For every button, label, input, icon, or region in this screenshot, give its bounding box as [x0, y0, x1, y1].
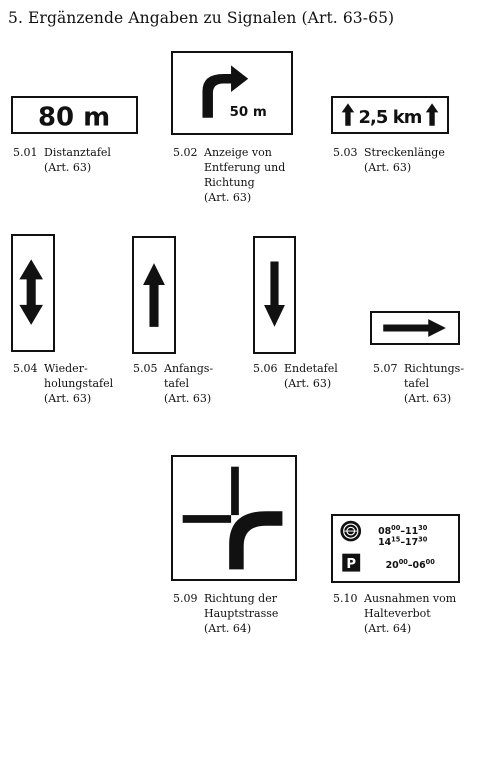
side-road-horizontal	[182, 515, 232, 523]
section-heading: 5. Ergänzende Angaben zu Signalen (Art. …	[8, 9, 395, 27]
caption-number: 5.01	[13, 146, 38, 159]
caption-number: 5.07	[373, 362, 398, 375]
sign-end	[253, 236, 296, 354]
sign-distance-direction: 50 m	[171, 51, 293, 135]
parking-letter: P	[346, 557, 356, 572]
caption-line: Hauptstrasse	[204, 607, 279, 620]
caption-number: 5.05	[133, 362, 158, 375]
parking-icon: P	[342, 553, 361, 572]
caption-line: (Art. 64)	[204, 622, 252, 635]
caption-number: 5.03	[333, 146, 358, 159]
caption-line: Ausnahmen vom	[364, 592, 457, 605]
route-length-text: 2,5 km	[358, 107, 421, 128]
caption-line: (Art. 63)	[204, 191, 252, 204]
sign-main-road-direction	[171, 455, 297, 581]
sign-no-stopping-exceptions: P 0800–1130 1415–1730 2000–0600	[331, 514, 460, 583]
distance-text: 50 m	[230, 105, 267, 120]
sign-direction	[370, 311, 460, 345]
arrow-up-icon	[143, 263, 165, 327]
caption-line: Distanztafel	[44, 146, 111, 159]
main-road-curve-icon	[229, 511, 283, 570]
caption-line: Richtung der	[204, 592, 277, 605]
caption-line: Richtung	[204, 176, 255, 189]
arrow-down-icon	[264, 261, 285, 327]
caption-line: Entferung und	[204, 161, 286, 174]
caption-line: tafel	[164, 377, 190, 390]
caption-number: 5.02	[173, 146, 198, 159]
caption-number: 5.04	[13, 362, 38, 375]
caption-line: (Art. 63)	[44, 392, 92, 405]
caption-line: holungstafel	[44, 377, 114, 390]
caption-number: 5.09	[173, 592, 198, 605]
caption-line: Streckenlänge	[364, 146, 445, 159]
caption-line: Richtungs-	[404, 362, 465, 375]
caption-line: Wieder-	[44, 362, 88, 375]
caption-line: (Art. 63)	[404, 392, 452, 405]
caption-line: (Art. 63)	[364, 161, 412, 174]
restricted-zone-icon	[340, 520, 362, 542]
arrow-up-icon	[425, 103, 439, 126]
caption-line: (Art. 64)	[364, 622, 412, 635]
turn-right-arrow-icon	[202, 65, 249, 118]
double-arrow-icon	[19, 259, 43, 325]
caption-line: (Art. 63)	[284, 377, 332, 390]
caption-line: tafel	[404, 377, 430, 390]
caption-line: (Art. 63)	[44, 161, 92, 174]
time-range-3: 2000–0600	[386, 558, 436, 571]
caption-number: 5.06	[253, 362, 278, 375]
distance-text: 80 m	[38, 103, 110, 132]
sign-distance-board: 80 m	[11, 96, 138, 134]
time-range-1: 0800–1130	[378, 524, 428, 537]
caption-line: Endetafel	[284, 362, 338, 375]
caption-line: Anfangs-	[164, 362, 214, 375]
side-road-vertical	[231, 466, 239, 516]
arrow-right-icon	[383, 319, 446, 337]
caption-line: Halteverbot	[364, 607, 431, 620]
sign-start	[132, 236, 176, 354]
time-range-2: 1415–1730	[378, 535, 428, 548]
caption-number: 5.10	[333, 592, 358, 605]
caption-line: Anzeige von	[204, 146, 272, 159]
arrow-up-icon	[341, 103, 355, 126]
sign-route-length: 2,5 km	[331, 96, 449, 134]
caption-line: (Art. 63)	[164, 392, 212, 405]
sign-repetition	[11, 234, 55, 352]
